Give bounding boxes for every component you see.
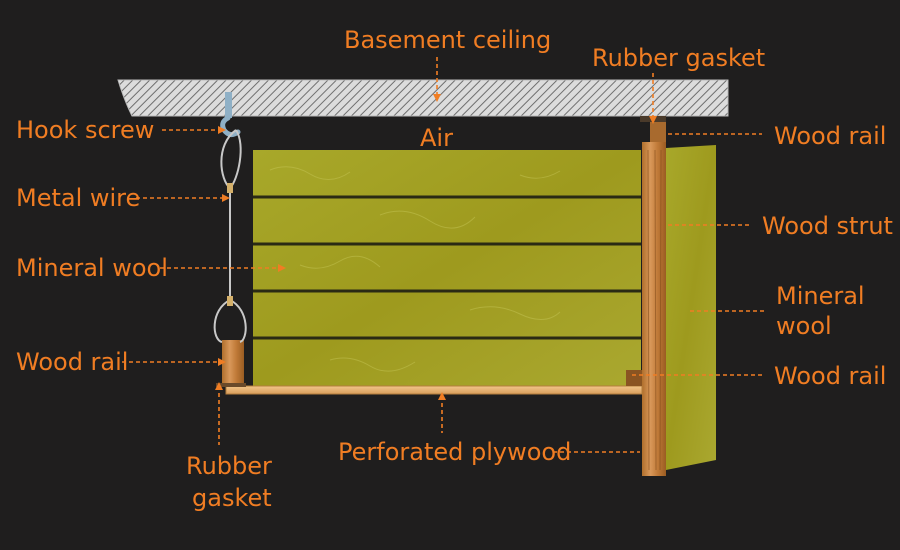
wire-clip-lower: [227, 296, 233, 306]
label-basement-ceiling: Basement ceiling: [344, 26, 552, 54]
mineral-wool-panel: [253, 150, 641, 386]
label-wood-strut: Wood strut: [762, 212, 893, 240]
basement-ceiling-slab: [117, 79, 729, 117]
right-small-wood-rail: [626, 370, 642, 386]
label-mineral-wool-left: Mineral wool: [16, 254, 168, 282]
label-hook-screw: Hook screw: [16, 116, 155, 144]
label-rubber-gasket-top: Rubber gasket: [592, 44, 766, 72]
label-rubber-gasket-bottom-line2: gasket: [192, 484, 272, 512]
label-wood-rail-right: Wood rail: [774, 362, 887, 390]
top-wood-rail: [650, 122, 666, 142]
label-air: Air: [420, 124, 453, 152]
wool-texture: [269, 166, 561, 372]
label-mineral-wool-right-line2: wool: [776, 312, 832, 340]
wood-strut-grain: [647, 149, 662, 471]
leader-lines: [122, 57, 766, 453]
metal-wire: [213, 129, 247, 343]
wire-clip-upper: [227, 183, 233, 193]
label-wood-rail-left: Wood rail: [16, 348, 129, 376]
wood-strut: [642, 142, 666, 476]
label-wood-rail-top: Wood rail: [774, 122, 887, 150]
mineral-wool-right-block: [666, 145, 716, 470]
bottom-rubber-gasket: [216, 383, 246, 387]
label-rubber-gasket-bottom-line1: Rubber: [186, 452, 272, 480]
label-perforated-plywood: Perforated plywood: [338, 438, 572, 466]
label-metal-wire: Metal wire: [16, 184, 141, 212]
left-wood-rail: [222, 340, 244, 384]
leader-arrowheads: [215, 94, 657, 400]
wool-strip-dividers: [253, 195, 641, 340]
label-mineral-wool-right-line1: Mineral: [776, 282, 865, 310]
perforated-plywood: [225, 385, 643, 395]
